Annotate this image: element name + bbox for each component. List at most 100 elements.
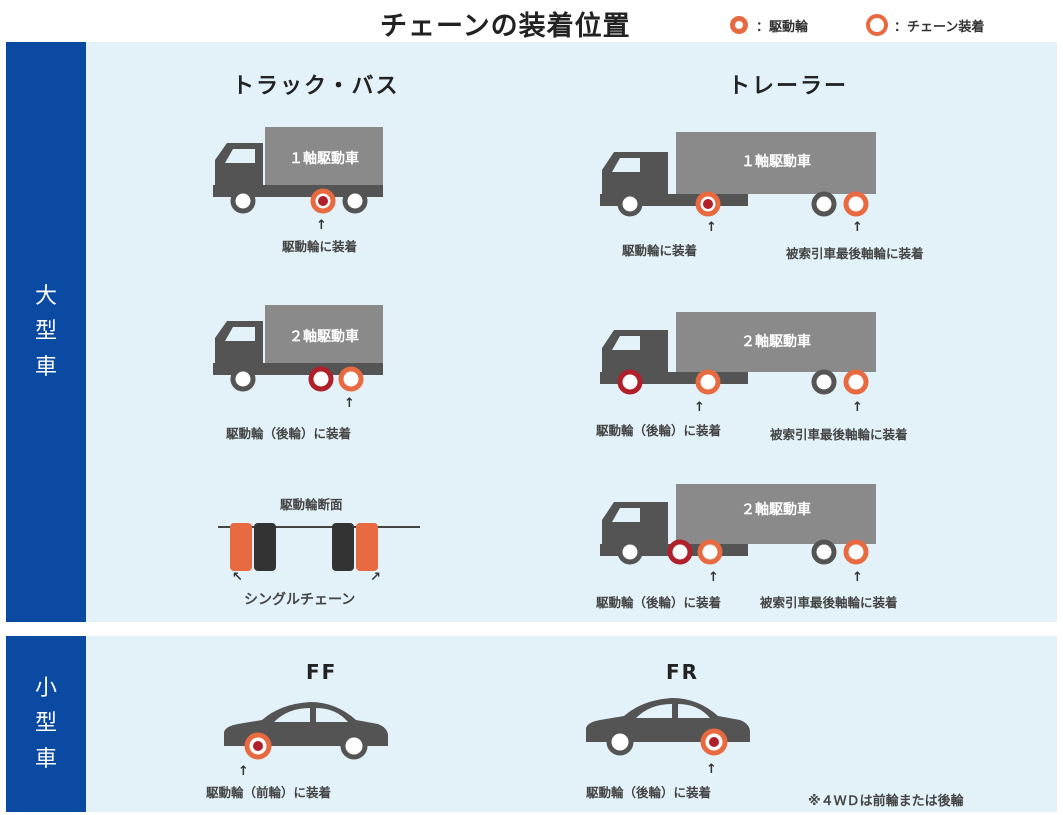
inner-tire [332,523,354,571]
front-drive-wheel [617,369,643,395]
fr-heading: FR [666,660,700,684]
band-char: 車 [34,746,57,772]
cab-window [612,508,640,522]
large-vehicle-band: 大 型 車 [6,42,86,622]
rear-wheel [342,188,368,214]
trailer-3-caption-left: 駆動輪（後輪）に装着 [596,595,722,610]
chassis [213,363,383,375]
trailer-1-caption-left: 駆動輪に装着 [622,243,698,258]
cargo-box-label: １軸駆動車 [289,150,359,167]
legend-chain-label: ：チェーン装着 [894,19,985,35]
trailer-box-label: １軸駆動車 [741,153,811,170]
band-char: 車 [34,354,57,380]
band-char: 小 [34,676,57,702]
front-wheel [230,366,256,392]
trailer-2-caption-left: 駆動輪（後輪）に装着 [596,423,722,438]
truck-1-axle-illustration: １軸駆動車 [213,127,383,214]
fr-caption: 駆動輪（後輪）に装着 [586,785,712,800]
trailer-wheel [811,539,837,565]
chassis [213,185,383,197]
drive-hub [703,199,713,209]
cab-window [225,327,255,341]
outer-tire-chain [230,523,252,571]
cross-section-caption: シングルチェーン [244,592,356,608]
trailer-last-axle-chain [843,191,869,217]
truck-2-caption: 駆動輪（後輪）に装着 [226,426,352,441]
car-window [316,708,348,722]
trailer-box-label: ２軸駆動車 [741,501,811,518]
cargo-box [265,305,383,363]
ff-heading: FF [306,660,338,684]
drive-wheel-chain [695,369,721,395]
car-window [636,704,672,718]
truck-2-axle-illustration: ２軸駆動車 [213,305,383,392]
outer-tire-chain [356,523,378,571]
pointer-arrow-icon: ↑ [708,570,719,585]
trailer-box [676,484,876,544]
car-window [274,708,310,722]
band-char: 型 [34,319,57,345]
trailer-3-caption-right: 被索引車最後軸輪に装着 [760,595,898,610]
drive-wheel-chain [697,539,723,565]
drive-hub [318,196,328,206]
chain-wheel-swatch-icon [866,14,888,36]
pointer-arrow-icon: ↑ [316,218,327,233]
trailer-2-caption-right: 被索引車最後軸輪に装着 [770,427,908,442]
car-window [678,704,710,718]
cab-window [612,158,640,172]
drive-hub [709,737,719,747]
trailer-heading: トレーラー [728,74,849,99]
front-wheel [617,539,643,565]
pointer-arrow-icon: ↖ [232,570,243,585]
trailer-box [676,132,876,194]
pointer-arrow-icon: ↑ [706,762,717,777]
legend-drive-label: ：駆動輪 [756,19,809,35]
trailer-1-axle-illustration: １軸駆動車 [600,132,876,217]
trailer-wheel [811,191,837,217]
fr-car-illustration [586,698,750,756]
trailer-last-axle-chain [843,369,869,395]
drive-wheel [667,539,693,565]
drive-wheel-cross-section [218,523,420,571]
cab-window [225,149,255,163]
truck-bus-heading: トラック・バス [232,74,400,99]
4wd-note: ※４ＷＤは前輪または後輪 [808,794,964,809]
ff-car-illustration [224,702,388,760]
drive-wheel [308,366,334,392]
trailer-3-axle-illustration: ２軸駆動車 [600,484,876,565]
pointer-arrow-icon: ↑ [706,220,717,235]
drive-wheel-chain [338,366,364,392]
front-wheel [230,188,256,214]
pointer-arrow-icon: ↑ [238,764,249,779]
trailer-box [676,312,876,372]
ff-caption: 駆動輪（前輪）に装着 [206,785,332,800]
front-wheel [606,728,634,756]
front-wheel [617,191,643,217]
pointer-arrow-icon: ↑ [852,570,863,585]
trailer-wheel [811,369,837,395]
page-title: チェーンの装着位置 [380,11,631,42]
pointer-arrow-icon: ↑ [694,400,705,415]
cross-section-title: 駆動輪断面 [280,497,343,512]
band-char: 大 [34,284,57,310]
pointer-arrow-icon: ↑ [852,220,863,235]
pointer-arrow-icon: ↑ [344,396,355,411]
trailer-last-axle-chain [843,539,869,565]
drive-wheel-swatch-icon [730,16,748,34]
pointer-arrow-icon: ↑ [852,400,863,415]
legend-chain: ：チェーン装着 [866,14,984,36]
trailer-box-label: ２軸駆動車 [741,333,811,350]
inner-tire [254,523,276,571]
drive-hub [253,741,263,751]
cab-window [612,336,640,350]
trailer-2-axle-illustration: ２軸駆動車 [600,312,876,395]
pointer-arrow-icon: ↗ [370,570,381,585]
rear-wheel [340,732,368,760]
trailer-1-caption-right: 被索引車最後軸輪に装着 [786,246,924,261]
small-vehicle-band: 小 型 車 [6,636,86,812]
legend-drive: ：駆動輪 [728,14,808,36]
cargo-box [265,127,383,185]
cargo-box-label: ２軸駆動車 [289,328,359,345]
band-char: 型 [34,711,57,737]
truck-1-caption: 駆動輪に装着 [282,239,358,254]
